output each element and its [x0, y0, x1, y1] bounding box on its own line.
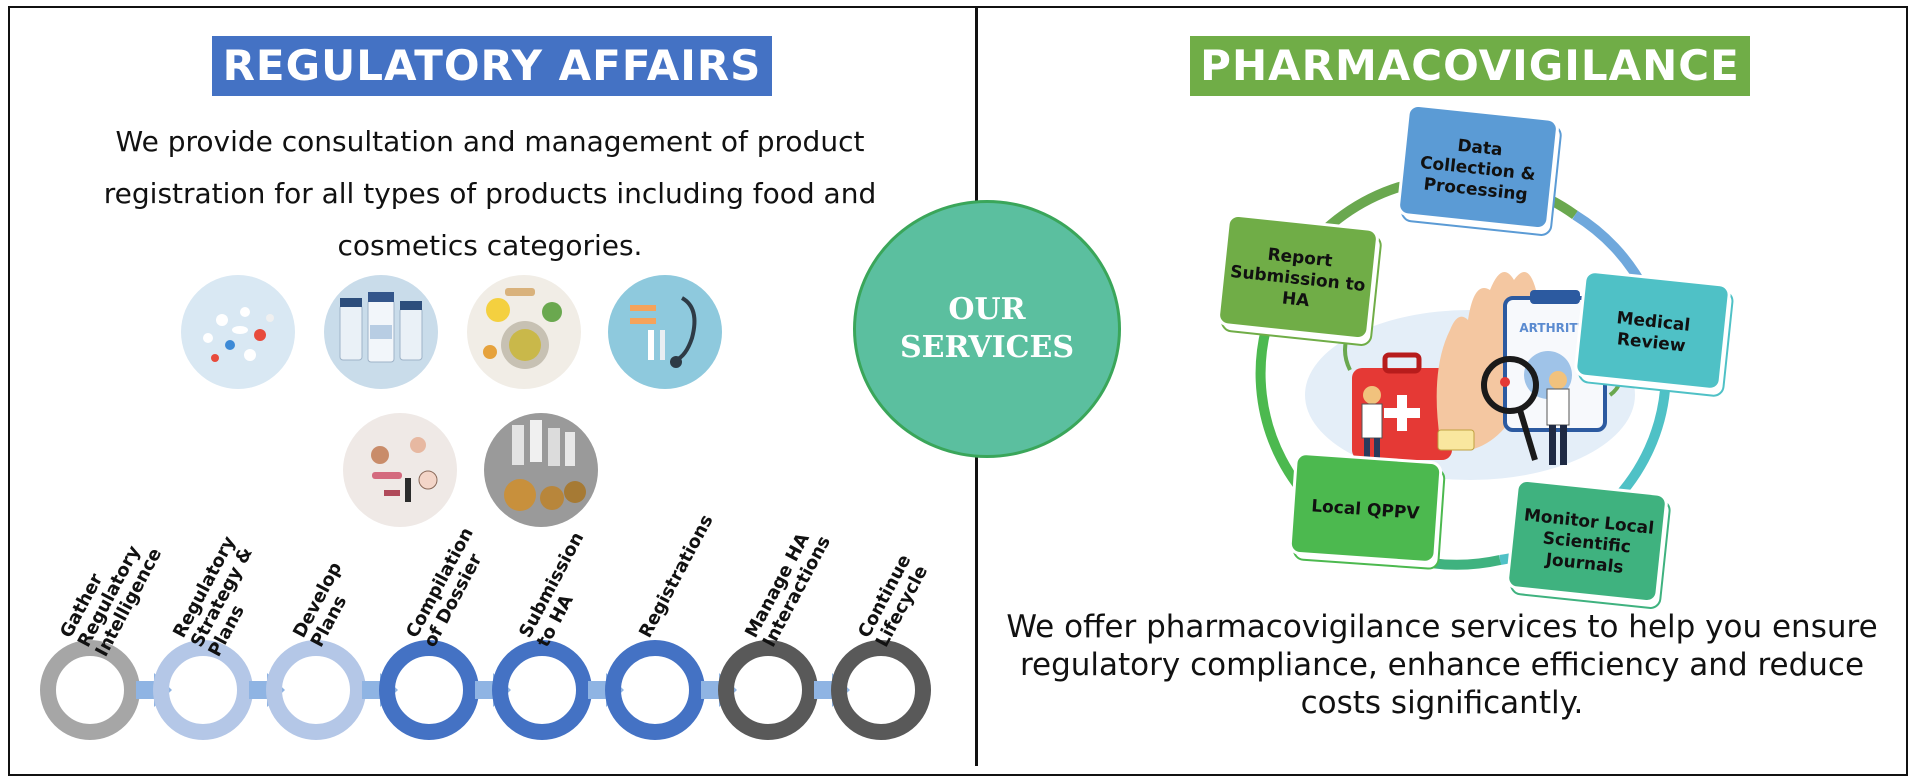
cycle-node-box: [1288, 452, 1443, 564]
regulatory-description-line: registration for all types of products i…: [103, 177, 877, 210]
cycle-node-box: [1397, 103, 1559, 231]
our-services-line: OUR: [948, 292, 1026, 327]
cycle-node-label: HA: [1281, 288, 1311, 311]
arthritis-label: ARTHRITIS: [1519, 321, 1590, 335]
cycle-node-box: [1506, 478, 1668, 604]
regulatory-affairs-title: REGULATORY AFFAIRS: [212, 36, 772, 96]
regulatory-description-line: We provide consultation and management o…: [115, 125, 865, 158]
process-step-ring: [40, 640, 140, 740]
process-step-ring: [831, 640, 931, 740]
process-step-ring: [379, 640, 479, 740]
our-services-badge: OUR SERVICES: [853, 200, 1121, 458]
regulatory-description-line: cosmetics categories.: [337, 229, 643, 262]
arthritis-illustration: ARTHRITIS: [1305, 272, 1635, 480]
vials-photo: [324, 275, 438, 389]
process-step-ring: [605, 640, 705, 740]
cosmetics-photo: [343, 413, 457, 527]
pharmacovigilance-title: PHARMACOVIGILANCE: [1190, 36, 1750, 96]
pharmacovigilance-description: We offer pharmacovigilance services to h…: [982, 608, 1902, 722]
medical-tools-photo: [608, 275, 722, 389]
cycle-node: Local QPPV: [1288, 452, 1446, 570]
process-step-ring: [718, 640, 818, 740]
regulatory-description: We provide consultation and management o…: [60, 116, 920, 272]
process-step-ring: [492, 640, 592, 740]
cycle-node-label: Data: [1456, 136, 1503, 161]
pills-photo: [181, 275, 295, 389]
process-step-ring: [266, 640, 366, 740]
pharmacovigilance-description-line: costs significantly.: [1300, 685, 1584, 721]
our-services-line: SERVICES: [899, 330, 1075, 365]
food-photo: [467, 275, 581, 389]
bottles-photo: [484, 413, 598, 527]
cycle-node-box: [1217, 213, 1379, 341]
pharmacovigilance-description-line: regulatory compliance, enhance efficienc…: [1019, 647, 1865, 683]
cycle-node-box: [1574, 270, 1731, 391]
process-step-ring: [153, 640, 253, 740]
pharmacovigilance-description-line: We offer pharmacovigilance services to h…: [1006, 609, 1878, 645]
